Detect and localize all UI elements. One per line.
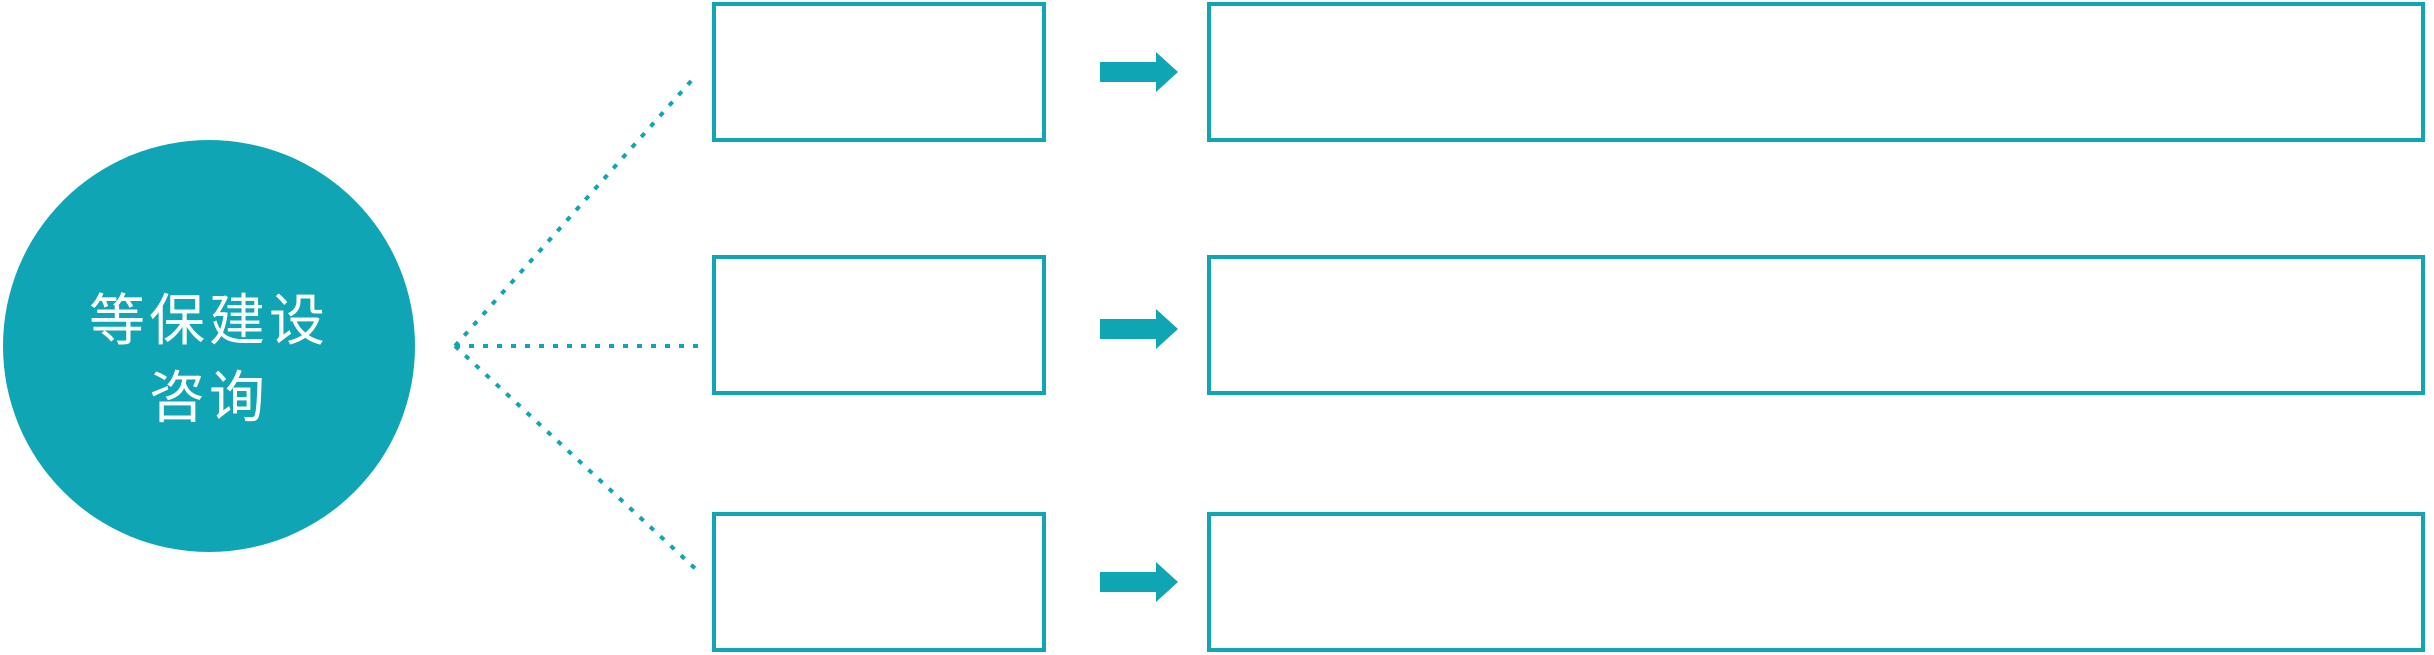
hub-label: 等保建设 咨询: [89, 283, 329, 437]
hub-circle: 等保建设 咨询: [3, 140, 415, 552]
connector-line-top: [453, 78, 694, 348]
right-arrow-icon-3: [1100, 562, 1178, 602]
connector-line-bottom: [453, 344, 702, 575]
right-arrow-icon-2: [1100, 309, 1178, 349]
step-box-3: [712, 512, 1046, 652]
step-box-2: [712, 255, 1046, 395]
detail-box-1: [1207, 2, 2425, 142]
detail-box-3: [1207, 512, 2425, 652]
right-arrow-icon-1: [1100, 52, 1178, 92]
step-box-1: [712, 2, 1046, 142]
detail-box-2: [1207, 255, 2425, 395]
hub-label-line2: 咨询: [149, 366, 269, 431]
hub-label-line1: 等保建设: [89, 289, 329, 354]
